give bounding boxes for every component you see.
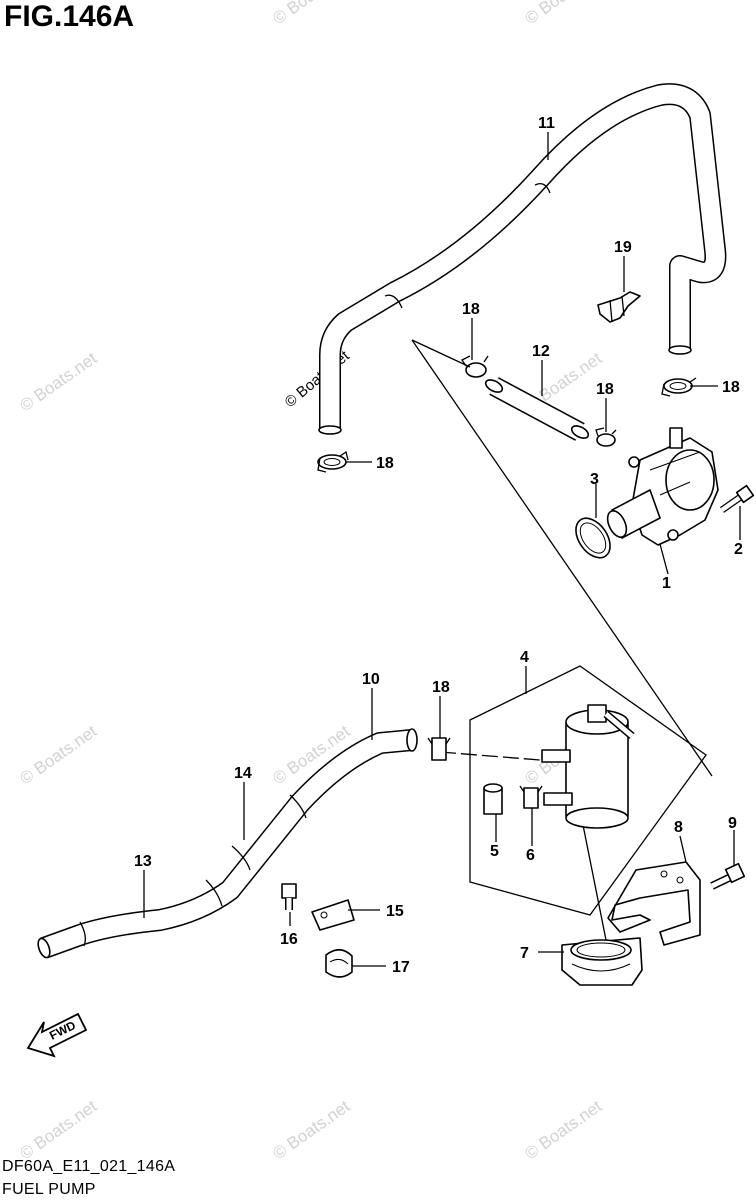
callout-5: 5 (490, 843, 499, 860)
watermarks: © Boats.net © Boats.net © Boats.net © Bo… (16, 0, 605, 1163)
hose-11 (318, 83, 727, 435)
watermark: © Boats.net (16, 1096, 100, 1163)
callout-1: 1 (662, 575, 671, 592)
fuel-filter-4 (469, 665, 707, 916)
watermark: © Boats.net (521, 0, 605, 28)
callout-18: 18 (722, 379, 740, 396)
callout-18: 18 (462, 301, 480, 318)
bracket-8 (607, 861, 701, 946)
callout-7: 7 (520, 945, 529, 962)
callout-18: 18 (432, 679, 450, 696)
clamp-18-left (317, 450, 349, 473)
callout-14: 14 (234, 765, 252, 782)
holder-7 (561, 937, 643, 986)
callout-17: 17 (392, 959, 410, 976)
clamp-18-lower (427, 737, 451, 761)
callout-3: 3 (590, 471, 599, 488)
explosion-lines (411, 339, 713, 941)
clip-19 (597, 291, 641, 323)
callouts: 11 19 18 12 18 18 18 3 2 1 4 18 10 14 13… (134, 115, 743, 976)
callout-19: 19 (614, 239, 632, 256)
bolt-16 (281, 883, 297, 910)
callout-8: 8 (674, 819, 683, 836)
watermark: © Boats.net (269, 0, 353, 28)
callout-11: 11 (538, 115, 555, 132)
clamp-15 (311, 899, 355, 931)
callout-18: 18 (596, 381, 614, 398)
callout-9: 9 (728, 815, 737, 832)
watermark: © Boats.net (16, 721, 100, 788)
callout-2: 2 (734, 541, 743, 558)
o-ring-3 (575, 517, 611, 559)
fwd-arrow-icon: FWD (26, 1012, 88, 1058)
hose-12 (484, 377, 590, 441)
callout-10: 10 (362, 671, 380, 688)
callout-15: 15 (386, 903, 404, 920)
callout-12: 12 (532, 343, 550, 360)
callout-6: 6 (526, 847, 535, 864)
callout-4: 4 (520, 649, 529, 666)
clamp-18-right (661, 377, 697, 397)
hose-lower (37, 728, 418, 959)
fuel-pump-1 (606, 427, 719, 546)
watermark: © Boats.net (521, 1096, 605, 1163)
clamp-18-pump (595, 427, 617, 447)
diagram-name: FUEL PUMP (2, 1181, 96, 1198)
diagram-code: DF60A_E11_021_146A (2, 1158, 176, 1175)
bolt-2 (719, 484, 755, 513)
figure-title: FIG.146A (4, 0, 135, 33)
clamp-6 (519, 785, 543, 809)
bolt-9 (710, 862, 746, 890)
watermark: © Boats.net (16, 348, 100, 415)
sleeve-5 (483, 783, 503, 815)
callout-18: 18 (376, 455, 394, 472)
clip-17 (325, 948, 353, 978)
callout-16: 16 (280, 931, 298, 948)
watermark: © Boats.net (269, 1096, 353, 1163)
callout-13: 13 (134, 853, 152, 870)
clamp-18-mid (461, 355, 489, 378)
leader-lines (143, 132, 741, 967)
watermark: © Boats.net (282, 347, 354, 411)
